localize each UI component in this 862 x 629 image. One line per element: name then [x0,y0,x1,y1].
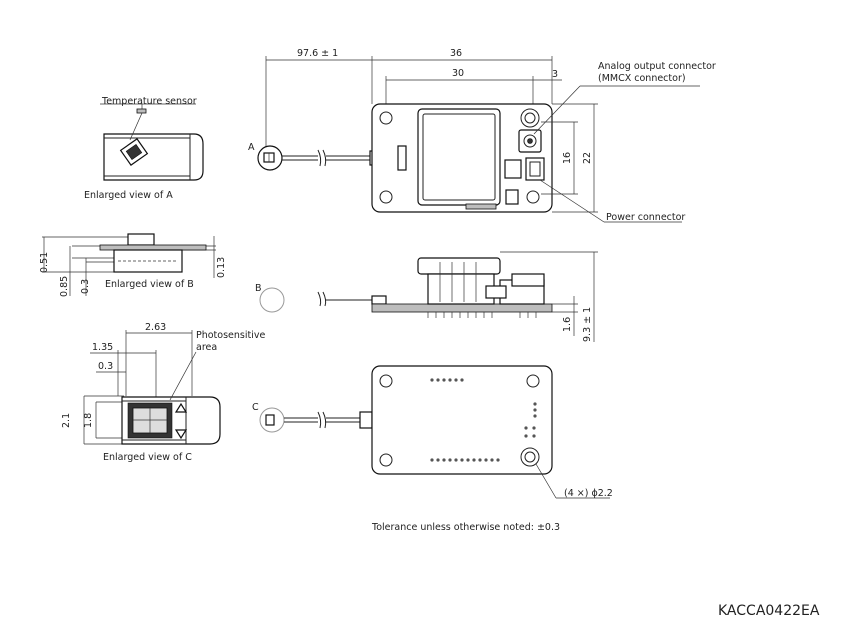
dim-0-3-c: 0.3 [98,361,113,372]
marker-c: C [252,402,259,413]
dim-0-13: 0.13 [216,257,227,278]
hole-diameter-label: (4 ×) ϕ2.2 [564,488,613,499]
caption-view-b: Enlarged view of B [105,279,194,290]
caption-view-a: Enlarged view of A [84,190,173,201]
dim-thickness-9-3: 9.3 ± 1 [582,307,593,342]
dim-thickness-1-6: 1.6 [562,317,573,332]
photosensitive-label-line1: Photosensitive [196,330,265,341]
dim-height-22: 22 [582,152,593,164]
dim-width-30: 30 [452,68,464,79]
power-connector-label: Power connector [606,212,685,223]
dim-0-51: 0.51 [39,252,50,273]
side-view: B 1.6 9.3 ± 1 [255,251,598,342]
dim-0-85: 0.85 [59,276,70,297]
top-view: 97.6 ± 1 36 30 3 A [248,48,716,223]
dim-1-8: 1.8 [83,413,94,428]
figure-code: KACCA0422EA [718,603,820,619]
analog-output-label-line1: Analog output connector [598,61,716,72]
dim-offset-3: 3 [552,69,558,80]
dim-2-63: 2.63 [145,322,166,333]
enlarged-view-c: 2.63 1.35 0.3 2.1 1.8 Photosensitive are… [61,322,265,463]
temperature-sensor-label: Temperature sensor [101,96,197,107]
dim-width-36: 36 [450,48,462,59]
dim-1-35: 1.35 [92,342,113,353]
dim-0-3-b: 0.3 [80,279,91,294]
photosensitive-label-line2: area [196,342,217,353]
dim-cable-length: 97.6 ± 1 [297,48,338,59]
marker-a: A [248,142,255,153]
enlarged-view-b: 0.51 0.85 0.3 0.13 Enlarged view of B [39,233,227,297]
tolerance-note: Tolerance unless otherwise noted: ±0.3 [371,522,560,533]
enlarged-view-a: Temperature sensor Enlarged view of A [84,96,204,201]
dim-height-16: 16 [562,152,573,164]
analog-output-label-line2: (MMCX connector) [598,73,686,84]
caption-view-c: Enlarged view of C [103,452,192,463]
marker-b: B [255,283,262,294]
dim-2-1: 2.1 [61,413,72,428]
bottom-view: C (4 ×) ϕ2.2 [252,365,613,499]
